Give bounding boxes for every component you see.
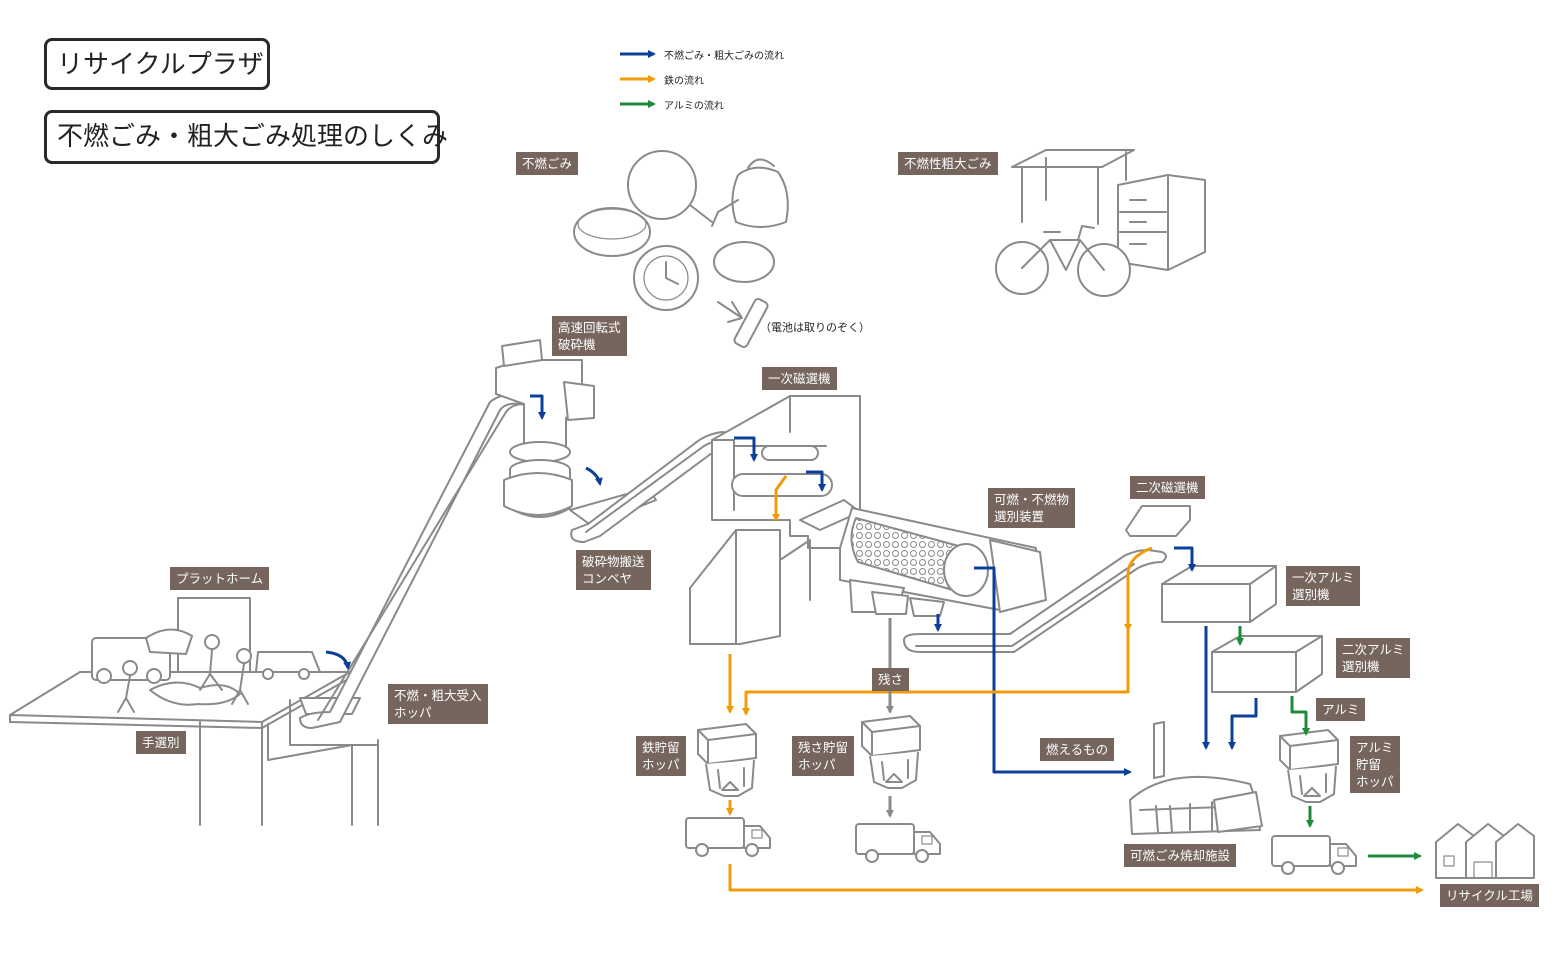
label-hasai-conveyor: 破砕物搬送 コンベヤ: [576, 550, 651, 590]
iron-truck: [685, 817, 771, 857]
label-alumi: アルミ: [1316, 698, 1366, 721]
aluminum-hopper-shape: [1279, 729, 1339, 803]
label-kanen-line1: 可燃・不燃物: [994, 492, 1070, 507]
iron-hopper-shape: [697, 723, 757, 797]
sodai-gomi-illustration: [995, 149, 1206, 297]
legend-label-iron-flow: 鉄の流れ: [664, 76, 704, 87]
label-tetsu-hopper: 鉄貯留 ホッパ: [636, 736, 686, 776]
label-kousoku-line2: 破砕機: [558, 337, 596, 352]
residue-hopper-shape: [861, 715, 921, 789]
label-hasai-line2: コンベヤ: [582, 571, 633, 586]
label-incinerator: 可燃ごみ焼却施設: [1124, 844, 1237, 867]
secondary-magnetic-separator: [1125, 505, 1191, 537]
drum-separator: [839, 507, 1047, 617]
label-zansa-hopper-line1: 残さ貯留: [798, 740, 849, 755]
label-niji-jisen: 二次磁選機: [1130, 476, 1205, 499]
legend-label-waste-flow: 不燃ごみ・粗大ごみの流れ: [664, 51, 784, 62]
label-zansa-hopper-line2: ホッパ: [798, 757, 836, 772]
label-ukeire-line1: 不燃・粗大受入: [394, 688, 482, 703]
label-kousoku-crusher: 高速回転式 破砕機: [552, 316, 627, 356]
primary-magnetic-separator: [689, 395, 861, 645]
label-hasai-line1: 破砕物搬送: [582, 554, 645, 569]
factory-illustration: [1435, 823, 1535, 879]
legend-label-aluminum-flow: アルミの流れ: [664, 101, 724, 112]
label-alumi-hopper-line1: アルミ: [1356, 740, 1394, 755]
label-kanen-line2: 選別装置: [994, 509, 1045, 524]
aluminum-truck: [1271, 835, 1357, 875]
label-funensei-sodai: 不燃性粗大ごみ: [898, 152, 998, 175]
label-recycle-factory: リサイクル工場: [1440, 884, 1539, 907]
label-ichiji-alumi-line2: 選別機: [1292, 587, 1330, 602]
label-niji-alumi-line1: 二次アルミ: [1342, 642, 1405, 657]
label-niji-alumi: 二次アルミ 選別機: [1336, 638, 1411, 678]
label-tetsu-line2: ホッパ: [642, 757, 680, 772]
secondary-conveyor: [903, 549, 1167, 653]
label-ichiji-jisen: 一次磁選機: [762, 367, 837, 390]
label-alumi-hopper: アルミ 貯留 ホッパ: [1350, 736, 1400, 793]
label-kanen-sorter: 可燃・不燃物 選別装置: [988, 488, 1076, 528]
label-zansa-hopper: 残さ貯留 ホッパ: [792, 736, 855, 776]
label-tetsu-line1: 鉄貯留: [642, 740, 680, 755]
platform-illustration: [9, 597, 379, 826]
label-niji-alumi-line2: 選別機: [1342, 659, 1380, 674]
label-moeru-mono: 燃えるもの: [1040, 738, 1115, 761]
funen-gomi-illustration: [573, 150, 789, 348]
label-kousoku-line1: 高速回転式: [558, 320, 621, 335]
facility-title: リサイクルプラザ: [44, 38, 270, 90]
residue-truck: [855, 823, 941, 863]
label-ukeire-line2: ホッパ: [394, 705, 432, 720]
incinerator-illustration: [1129, 721, 1263, 835]
label-alumi-hopper-line3: ホッパ: [1356, 774, 1394, 789]
label-ukeire-hopper: 不燃・粗大受入 ホッパ: [388, 684, 488, 724]
label-zansa: 残さ: [872, 668, 910, 691]
label-tesenbetsu: 手選別: [136, 731, 186, 754]
crusher-machine: [495, 339, 595, 518]
process-title: 不燃ごみ・粗大ごみ処理のしくみ: [44, 110, 448, 164]
label-funen-gomi: 不燃ごみ: [516, 152, 579, 175]
label-ichiji-alumi-line1: 一次アルミ: [1292, 570, 1355, 585]
label-platform: プラットホーム: [170, 567, 270, 590]
aluminum-separators: [1161, 565, 1323, 693]
battery-note: （電池は取りのぞく）: [760, 321, 870, 334]
label-ichiji-alumi: 一次アルミ 選別機: [1286, 566, 1361, 606]
label-alumi-hopper-line2: 貯留: [1356, 757, 1382, 772]
